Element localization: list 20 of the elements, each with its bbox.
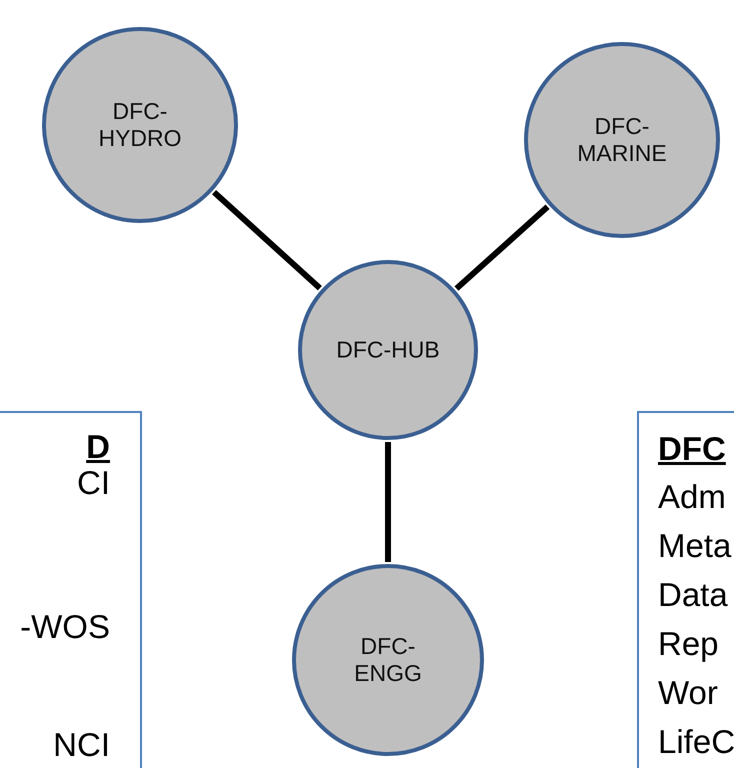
connector-line <box>454 204 550 291</box>
list-item: NCI <box>53 728 110 762</box>
list-item: -WOS <box>20 610 110 644</box>
list-item: Wor <box>658 676 718 710</box>
list-item: Data <box>658 578 728 612</box>
text-panel <box>0 411 142 768</box>
node-label: DFC- MARINE <box>576 113 668 167</box>
list-item: Meta <box>658 529 732 563</box>
connector-line <box>212 190 322 290</box>
list-item: LifeC <box>658 725 734 759</box>
node-label: DFC-HUB <box>335 336 441 364</box>
list-item: CI <box>77 466 110 500</box>
node-label: DFC- HYDRO <box>97 98 183 152</box>
connector-line <box>385 442 391 562</box>
text-panel <box>637 411 734 768</box>
panel-heading: DFC <box>658 432 726 466</box>
node-label: DFC- ENGG <box>353 633 423 687</box>
list-item: Rep <box>658 627 719 661</box>
list-item: Adm <box>658 480 726 514</box>
panel-heading: D <box>86 430 110 464</box>
